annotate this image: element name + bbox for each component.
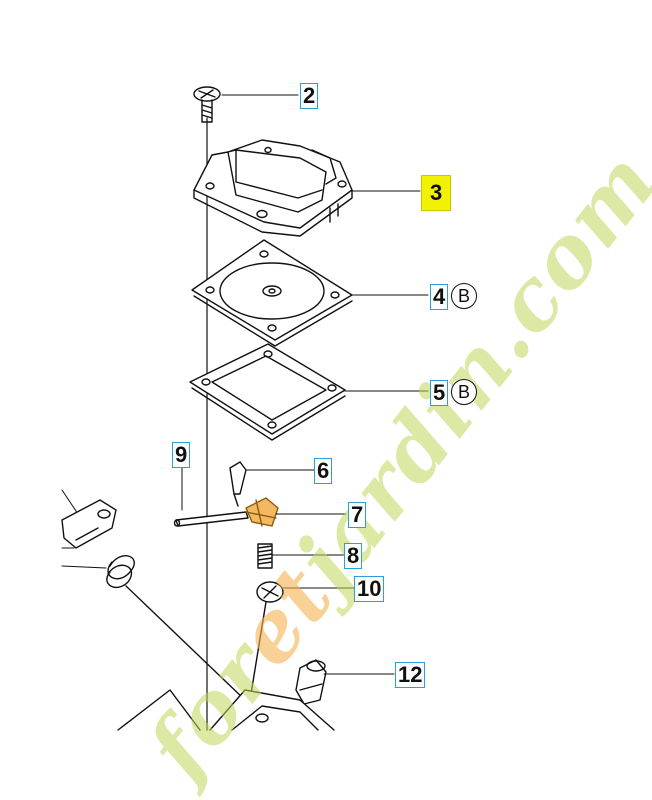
callout-2: 2 [300, 83, 319, 109]
part-9-pin [173, 467, 249, 527]
part-7-lever [245, 497, 347, 527]
marker-b-4: B [451, 283, 477, 309]
part-3-cover [193, 139, 421, 237]
part-10-screw [249, 581, 355, 701]
callout-7: 7 [348, 502, 367, 528]
callout-12: 12 [395, 662, 426, 688]
marker-b-5: B [451, 379, 477, 405]
callout-10: 10 [354, 576, 385, 602]
part-12-fitting [295, 659, 395, 705]
carburetor-body-fragment [209, 689, 335, 731]
callout-3: 3 [421, 175, 452, 211]
part-8-spring [257, 543, 345, 569]
callout-6: 6 [314, 458, 333, 484]
part-2-screw [193, 86, 299, 123]
part-4-diaphragm [191, 239, 429, 347]
callout-9: 9 [172, 442, 191, 468]
callout-4: 4 [430, 284, 449, 310]
callout-8: 8 [344, 543, 363, 569]
part-5-gasket [189, 343, 429, 441]
left-bracket-assembly [61, 489, 246, 731]
part-6-needle [229, 461, 315, 507]
callout-5: 5 [430, 380, 449, 406]
